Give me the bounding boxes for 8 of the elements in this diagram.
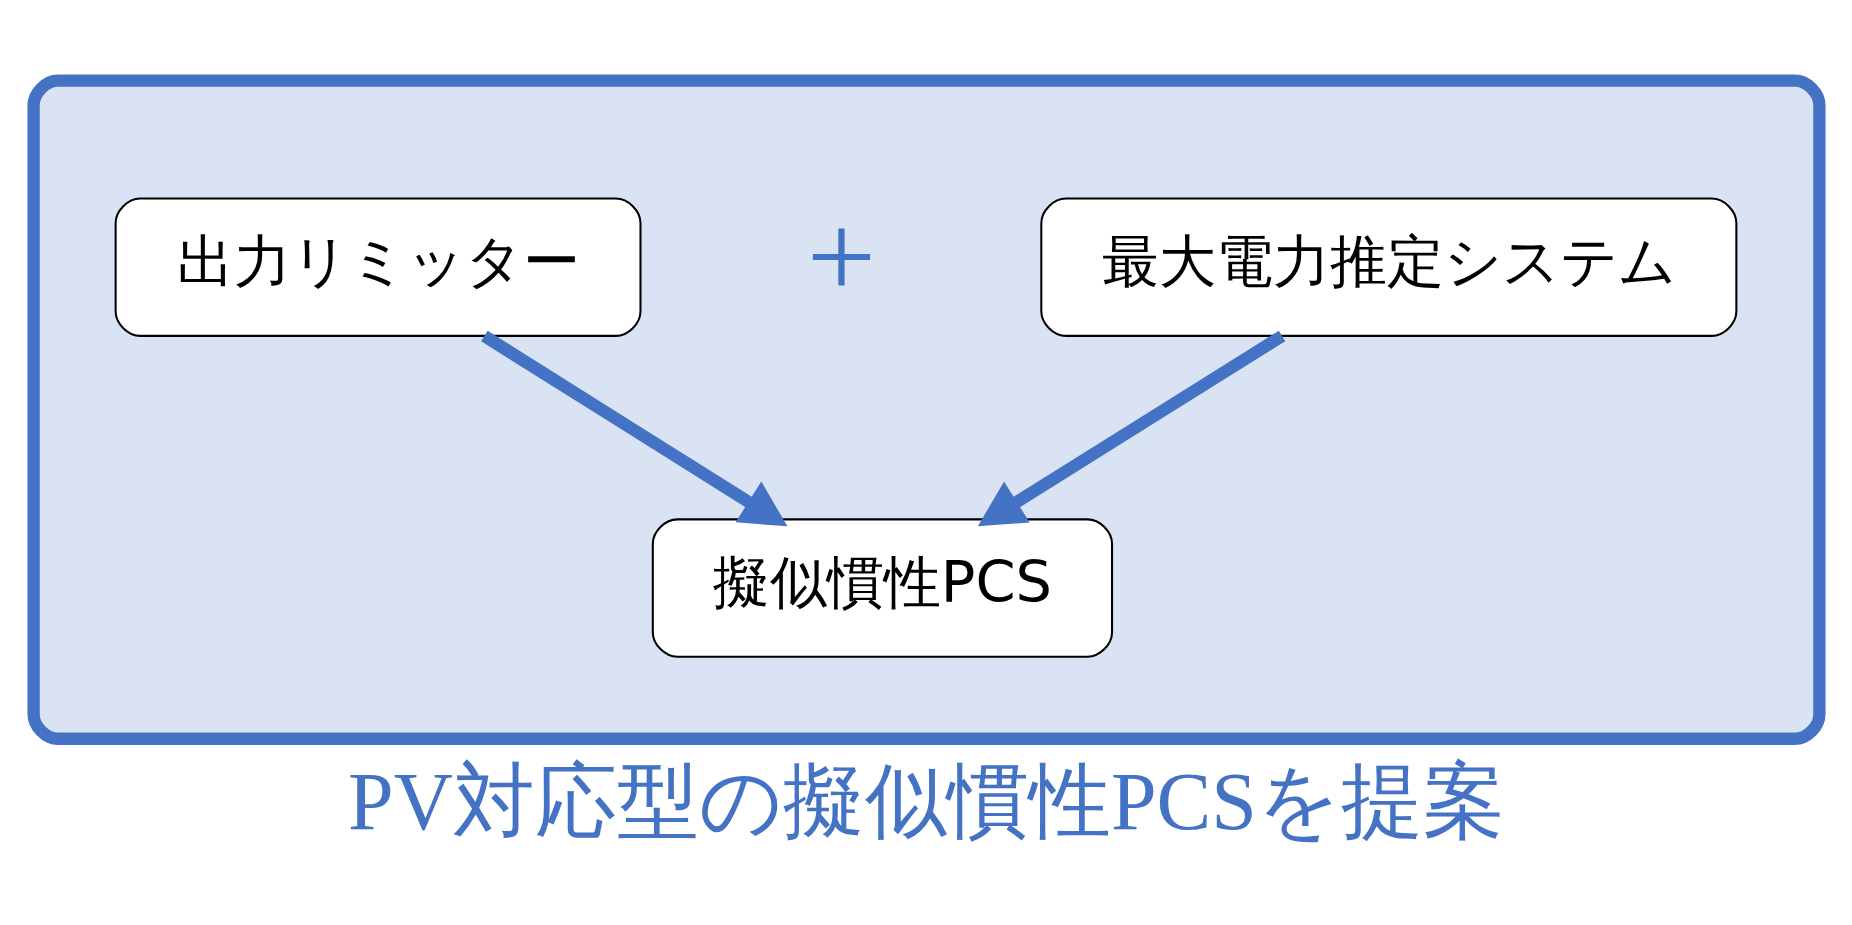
cluster [26, 73, 1826, 745]
label: + [806, 187, 876, 325]
node-box: 最大電力推定システム [1039, 197, 1737, 337]
caption: PV対応型の擬似慣性PCSを提案 [347, 755, 1505, 847]
node-box: 出力リミッター [114, 197, 641, 337]
node-box: 擬似慣性PCS [651, 517, 1113, 658]
arrow [977, 330, 1285, 526]
arrow [480, 330, 787, 526]
